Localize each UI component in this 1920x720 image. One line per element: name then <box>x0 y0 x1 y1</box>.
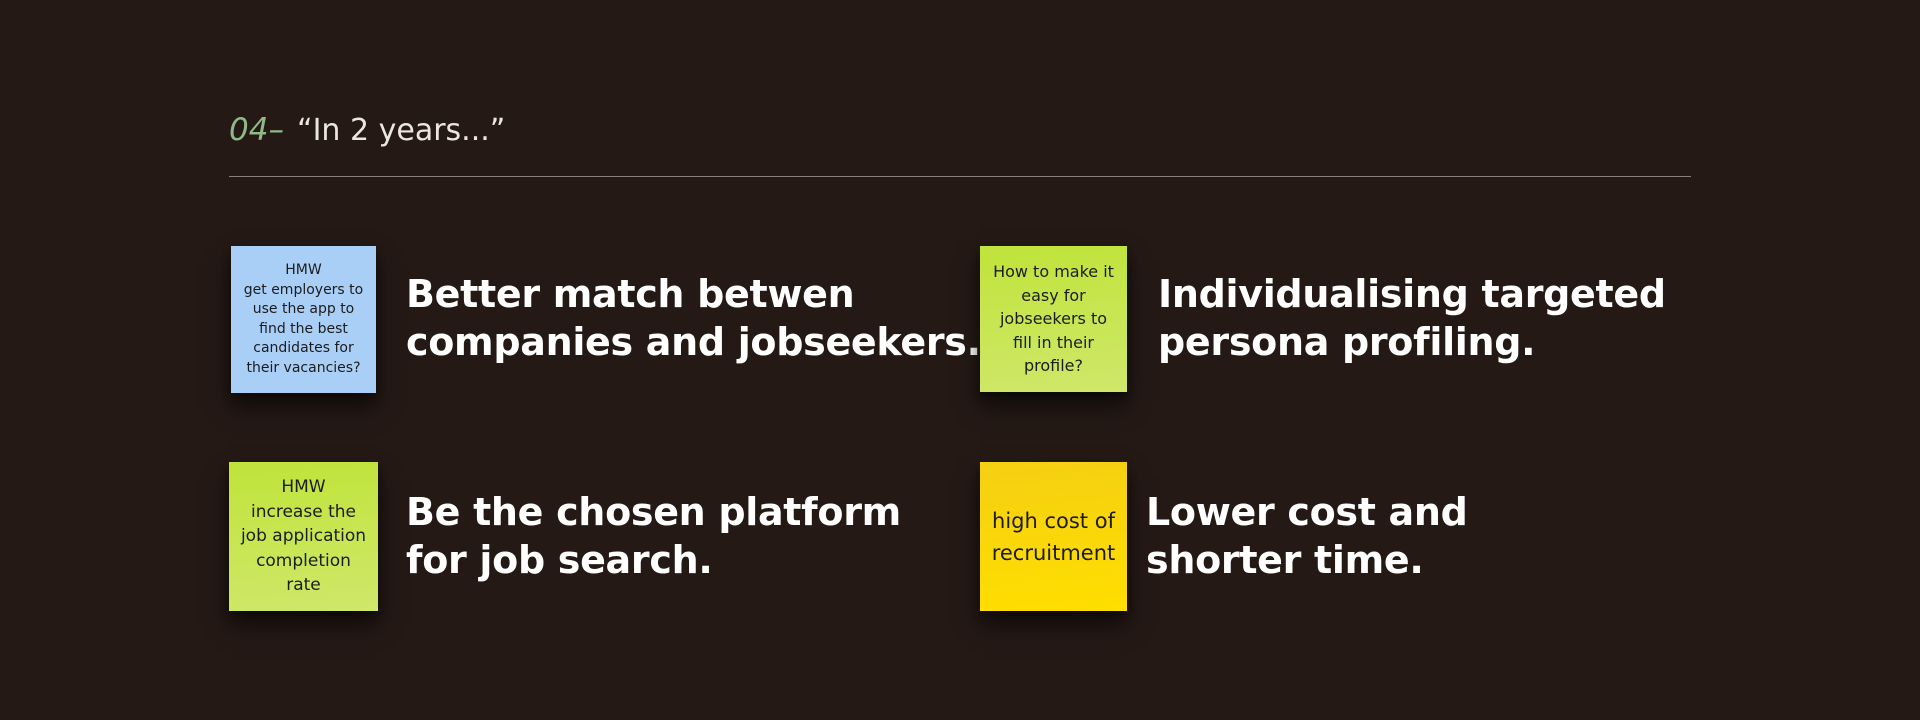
sticky-note-line: get employers to <box>243 281 364 298</box>
sticky-note-line: high cost of <box>992 508 1115 533</box>
goal-statement-line: shorter time. <box>1146 538 1424 582</box>
sticky-note-line: increase the <box>251 501 356 522</box>
goal-statement-line: companies and jobseekers. <box>406 320 981 364</box>
sticky-note-text: How to make it easy for jobseekers to fi… <box>993 260 1114 378</box>
goal-statement-line: persona profiling. <box>1158 320 1536 364</box>
goal-statement-line: Be the chosen platform <box>406 490 901 534</box>
sticky-note-line: fill in their <box>1012 332 1094 352</box>
sticky-note-line: job application <box>240 526 367 547</box>
sticky-note-text: HMW increase the job application complet… <box>241 475 366 598</box>
sticky-note-line: completion <box>256 550 351 571</box>
sticky-note-line: recruitment <box>991 540 1116 565</box>
sticky-note-text: high cost of recruitment <box>992 505 1116 569</box>
goal-statement-lower-cost: Lower cost and shorter time. <box>1146 488 1468 584</box>
header-divider <box>229 176 1691 177</box>
sticky-note-hmw-completion: HMW increase the job application complet… <box>229 462 378 611</box>
section-title: “In 2 years...” <box>297 113 506 148</box>
section-number: 04– <box>229 112 284 148</box>
section-header: 04– “In 2 years...” <box>229 110 505 155</box>
sticky-note-line: HMW <box>281 477 326 498</box>
goal-statement-line: Better match betwen <box>406 272 855 316</box>
sticky-note-recruitment-cost: high cost of recruitment <box>980 462 1127 611</box>
sticky-note-line: find the best <box>259 320 348 337</box>
sticky-note-line: HMW <box>285 262 322 278</box>
goal-statement-chosen-platform: Be the chosen platform for job search. <box>406 488 901 584</box>
sticky-note-hmw-employers: HMW get employers to use the app to find… <box>231 246 376 393</box>
goal-statement-persona-profiling: Individualising targeted persona profili… <box>1158 270 1666 366</box>
sticky-note-line: profile? <box>1023 356 1084 376</box>
sticky-note-profile-easy: How to make it easy for jobseekers to fi… <box>980 246 1127 392</box>
sticky-note-line: candidates for <box>253 340 354 356</box>
goal-statement-better-match: Better match betwen companies and jobsee… <box>406 270 981 366</box>
sticky-note-line: use the app to <box>252 301 355 317</box>
sticky-note-line: easy for <box>1021 285 1086 305</box>
goal-statement-line: for job search. <box>406 538 713 582</box>
goal-statement-line: Lower cost and <box>1146 490 1468 534</box>
sticky-note-line: jobseekers to <box>999 309 1107 329</box>
sticky-note-line: rate <box>286 575 321 596</box>
sticky-note-line: How to make it <box>993 262 1114 282</box>
sticky-note-line: their vacancies? <box>246 359 361 376</box>
sticky-note-text: HMW get employers to use the app to find… <box>244 261 364 378</box>
goal-statement-line: Individualising targeted <box>1158 272 1666 316</box>
